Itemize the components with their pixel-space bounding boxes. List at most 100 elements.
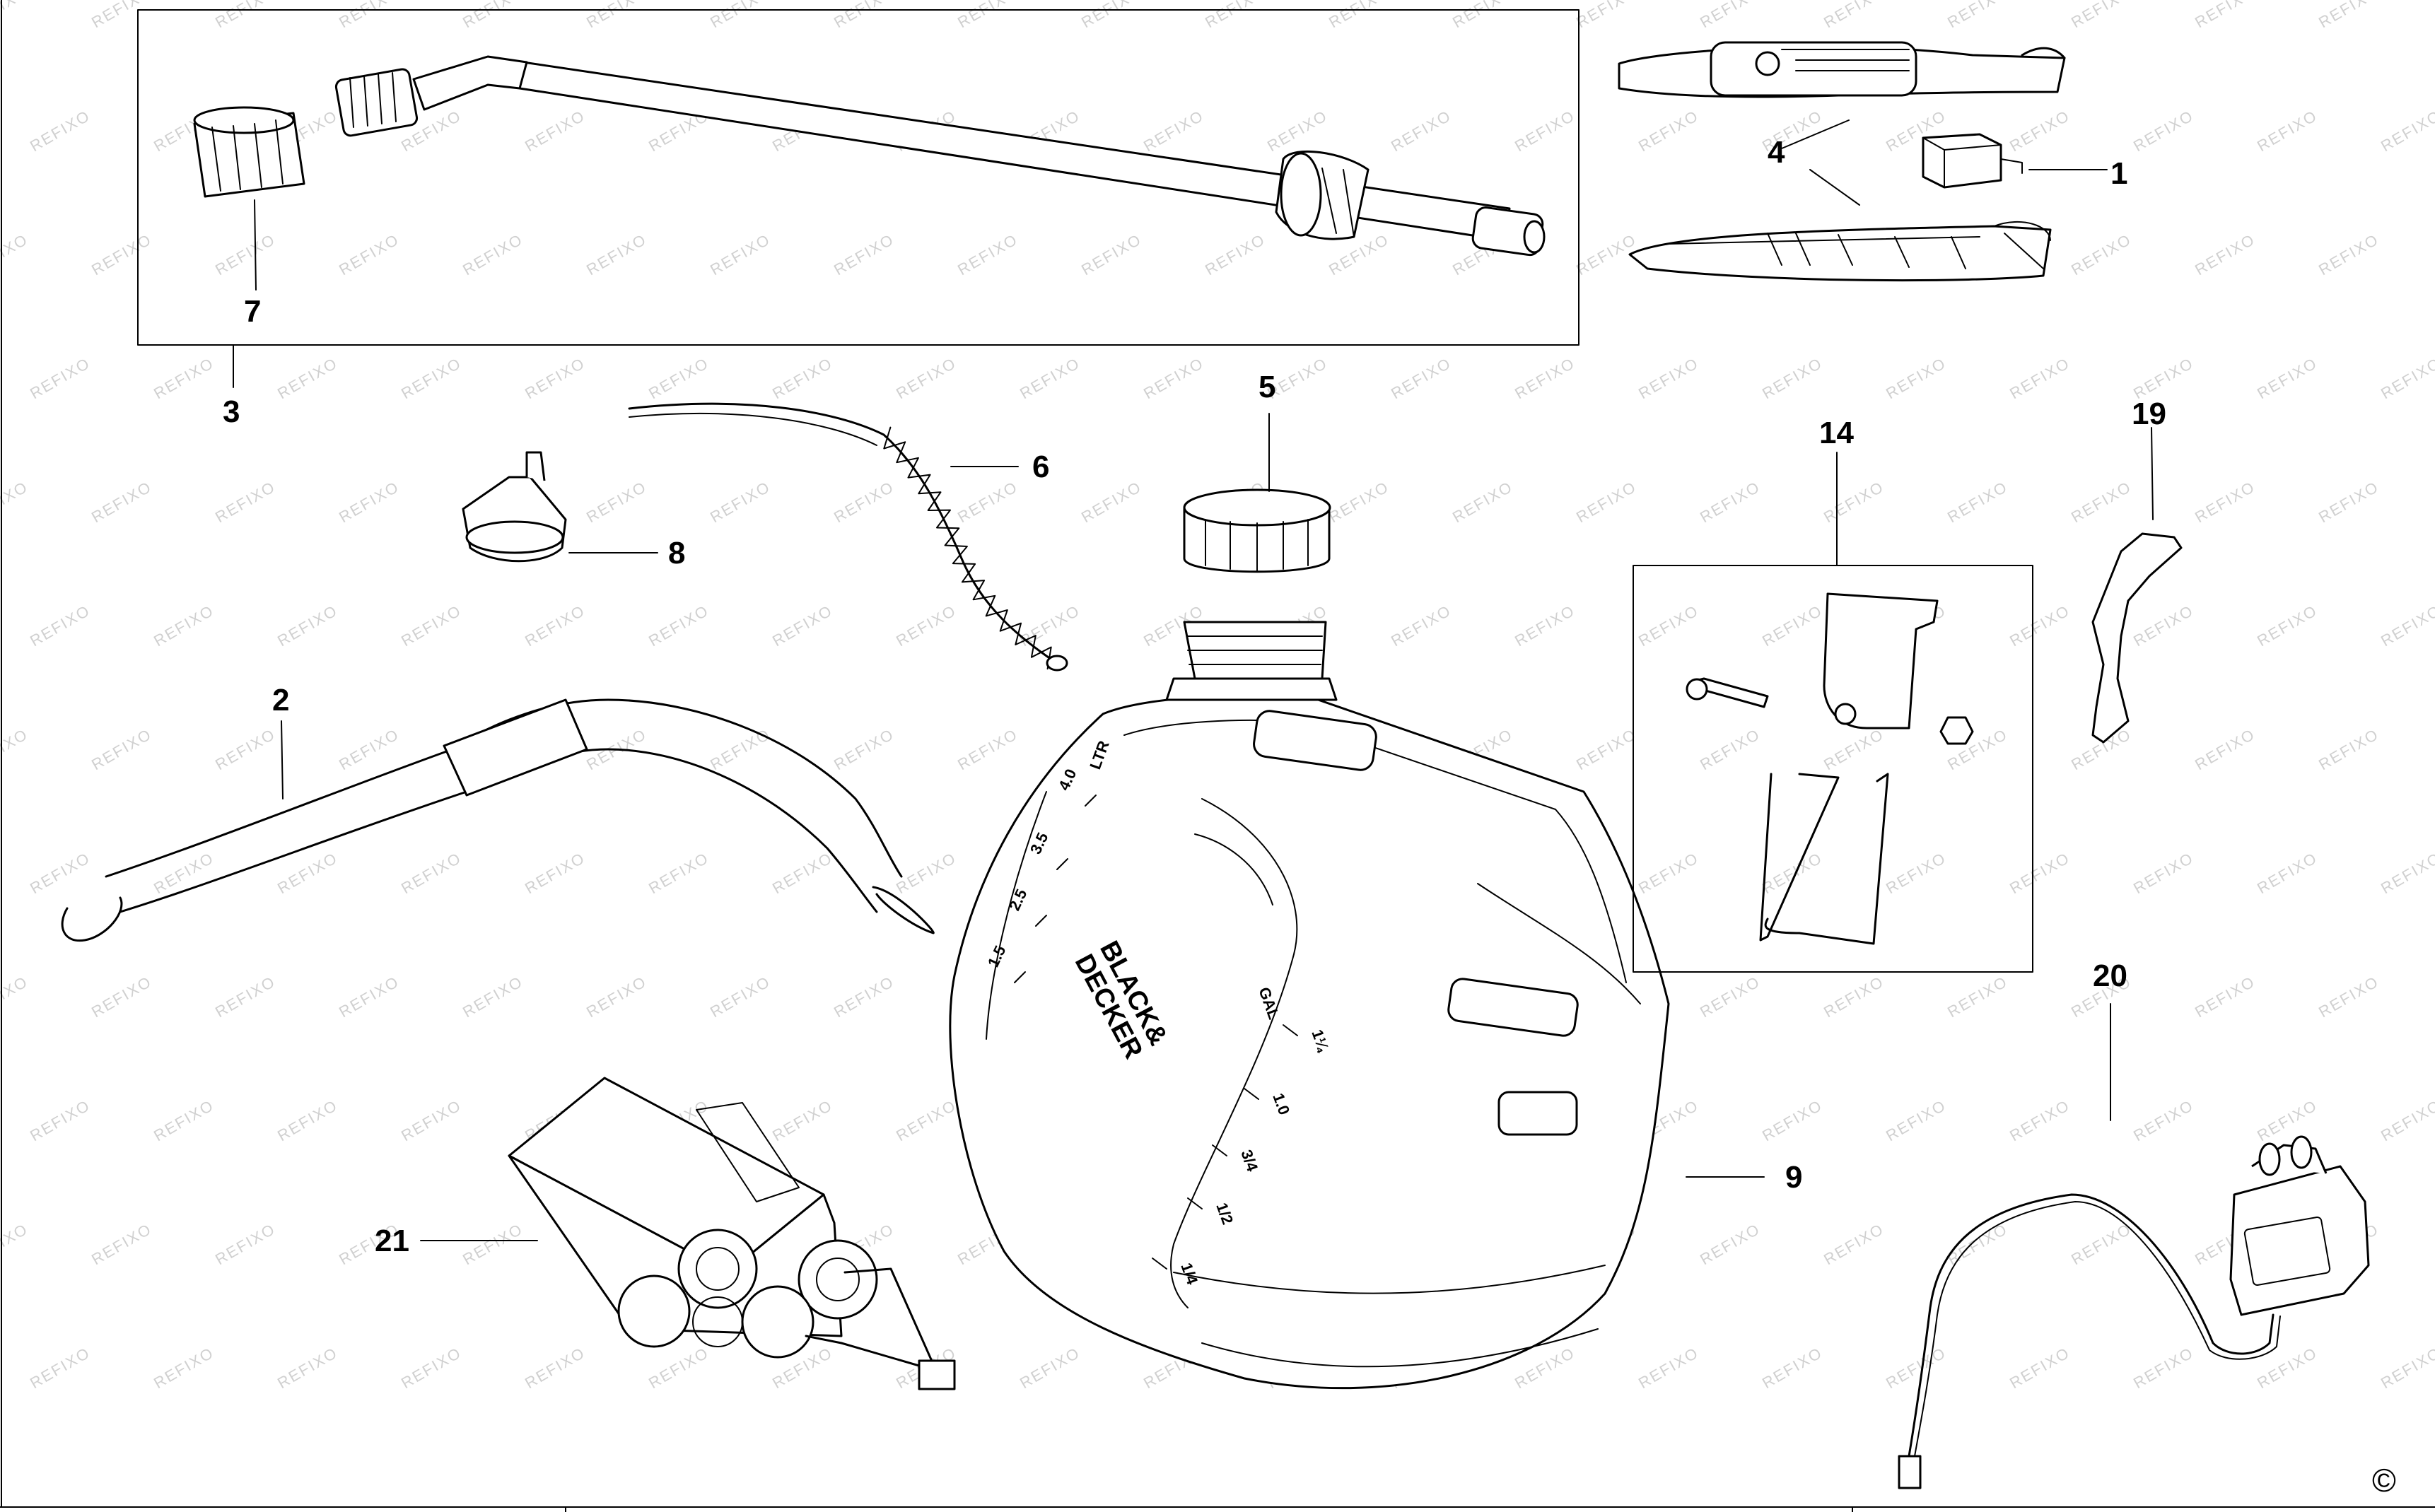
watermark-text: REFIXO: [1017, 354, 1083, 403]
watermark-text: REFIXO: [1697, 478, 1763, 527]
watermark-text: REFIXO: [2007, 849, 2073, 898]
watermark-text: REFIXO: [831, 725, 897, 774]
watermark-text: REFIXO: [460, 230, 526, 279]
watermark-text: REFIXO: [460, 973, 526, 1021]
watermark-text: REFIXO: [27, 849, 93, 898]
watermark-text: REFIXO: [1512, 354, 1578, 403]
watermark-text: REFIXO: [27, 1344, 93, 1393]
watermark-text: REFIXO: [831, 230, 897, 279]
label-part-5: 5: [1259, 370, 1275, 404]
watermark-text: REFIXO: [2130, 1344, 2197, 1393]
watermark-text: REFIXO: [336, 230, 402, 279]
leader-7: [254, 199, 257, 291]
watermark-text: REFIXO: [1635, 849, 1702, 898]
gal-tick: [1212, 1144, 1227, 1156]
hose-clip: [2091, 427, 2183, 744]
watermark-text: REFIXO: [212, 1220, 279, 1269]
watermark-text: REFIXO: [1326, 478, 1392, 527]
watermark-text: REFIXO: [2007, 107, 2073, 156]
watermark-text: REFIXO: [212, 725, 279, 774]
watermark-text: REFIXO: [1697, 725, 1763, 774]
watermark-text: REFIXO: [2316, 478, 2382, 527]
watermark-text: REFIXO: [336, 0, 402, 31]
watermark-text: REFIXO: [2316, 0, 2382, 31]
leader-4a: [1781, 119, 1850, 149]
watermark-text: REFIXO: [212, 0, 279, 31]
watermark-text: REFIXO: [954, 478, 1021, 527]
watermark-text: REFIXO: [0, 230, 31, 279]
ltr-tick: [1014, 971, 1026, 983]
watermark-text: REFIXO: [2378, 354, 2435, 403]
watermark-text: REFIXO: [893, 1096, 959, 1145]
watermark-text: REFIXO: [707, 725, 773, 774]
watermark-text: REFIXO: [707, 230, 773, 279]
watermark-text: REFIXO: [212, 230, 279, 279]
watermark-text: REFIXO: [1388, 107, 1454, 156]
watermark-text: REFIXO: [1635, 602, 1702, 650]
watermark-text: REFIXO: [1759, 1096, 1826, 1145]
watermark-text: REFIXO: [2192, 973, 2258, 1021]
watermark-text: REFIXO: [2254, 1344, 2320, 1393]
watermark-text: REFIXO: [398, 354, 465, 403]
watermark-text: REFIXO: [1635, 354, 1702, 403]
watermark-text: REFIXO: [707, 478, 773, 527]
watermark-text: REFIXO: [954, 0, 1021, 31]
watermark-text: REFIXO: [646, 354, 712, 403]
watermark-text: REFIXO: [151, 354, 217, 403]
watermark-text: REFIXO: [1202, 230, 1268, 279]
watermark-text: REFIXO: [274, 1344, 341, 1393]
watermark-text: REFIXO: [398, 1096, 465, 1145]
watermark-text: REFIXO: [1573, 725, 1640, 774]
label-part-19: 19: [2132, 397, 2166, 431]
watermark-text: REFIXO: [646, 849, 712, 898]
watermark-text: REFIXO: [2007, 354, 2073, 403]
watermark-text: REFIXO: [88, 973, 155, 1021]
watermark-text: REFIXO: [1140, 107, 1207, 156]
watermark-text: REFIXO: [1759, 849, 1826, 898]
watermark-text: REFIXO: [336, 725, 402, 774]
watermark-text: REFIXO: [1140, 354, 1207, 403]
watermark-text: REFIXO: [893, 602, 959, 650]
watermark-text: REFIXO: [522, 1344, 588, 1393]
watermark-text: REFIXO: [522, 849, 588, 898]
label-part-4: 4: [1768, 135, 1785, 170]
watermark-text: REFIXO: [274, 1096, 341, 1145]
watermark-text: REFIXO: [2254, 602, 2320, 650]
gal-tick: [1152, 1258, 1167, 1270]
watermark-text: REFIXO: [2254, 849, 2320, 898]
watermark-text: REFIXO: [1759, 354, 1826, 403]
watermark-text: REFIXO: [1512, 602, 1578, 650]
copyright-mark: ©: [2372, 1462, 2396, 1499]
watermark-text: REFIXO: [2316, 230, 2382, 279]
ltr-tick: [1035, 915, 1047, 927]
watermark-text: REFIXO: [2007, 1096, 2073, 1145]
watermark-text: REFIXO: [27, 107, 93, 156]
watermark-text: REFIXO: [2130, 354, 2197, 403]
watermark-text: REFIXO: [2378, 1344, 2435, 1393]
watermark-text: REFIXO: [831, 478, 897, 527]
ltr-tick: [1056, 858, 1068, 870]
watermark-text: REFIXO: [88, 478, 155, 527]
watermark-text: REFIXO: [1821, 973, 1887, 1021]
watermark-text: REFIXO: [1697, 1220, 1763, 1269]
watermark-text: REFIXO: [336, 478, 402, 527]
watermark-text: REFIXO: [336, 973, 402, 1021]
watermark-text: REFIXO: [212, 478, 279, 527]
gal-tick: [1283, 1024, 1298, 1036]
watermark-text: REFIXO: [893, 849, 959, 898]
watermark-text: REFIXO: [831, 973, 897, 1021]
spring-coil: [883, 426, 1052, 670]
watermark-text: REFIXO: [27, 1096, 93, 1145]
label-part-20: 20: [2093, 959, 2127, 993]
watermark-text: REFIXO: [2316, 973, 2382, 1021]
spring-coils: [883, 426, 1052, 670]
watermark-text: REFIXO: [1821, 0, 1887, 31]
watermark-text: REFIXO: [1017, 1344, 1083, 1393]
watermark-text: REFIXO: [0, 725, 31, 774]
watermark-text: REFIXO: [1944, 0, 2011, 31]
watermark-text: REFIXO: [2007, 1344, 2073, 1393]
leader-2: [281, 720, 284, 799]
watermark-text: REFIXO: [1573, 0, 1640, 31]
watermark-text: REFIXO: [2192, 0, 2258, 31]
watermark-text: REFIXO: [2192, 478, 2258, 527]
